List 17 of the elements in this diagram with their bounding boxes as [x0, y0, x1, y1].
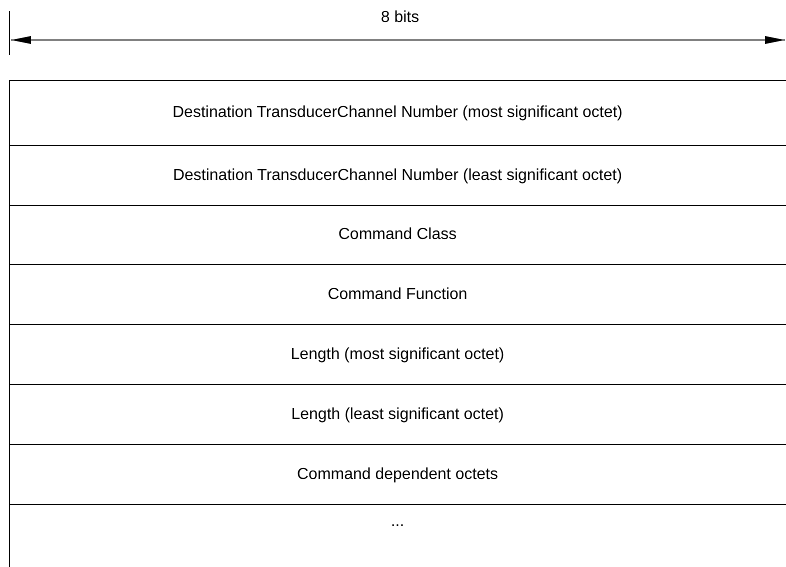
field-row	[9, 80, 786, 145]
field-row	[9, 264, 786, 324]
field-row	[9, 384, 786, 444]
field-row	[9, 324, 786, 384]
field-label: Length (most significant octet)	[290, 344, 506, 364]
dimension-label: 8 bits	[380, 8, 420, 28]
field-label: ...	[390, 512, 406, 532]
field-row	[9, 504, 786, 567]
field-label: Command dependent octets	[296, 464, 499, 484]
field-label: Command Class	[338, 225, 458, 245]
field-label: Destination TransducerChannel Number (least significant octet)	[172, 166, 624, 186]
field-row	[9, 145, 786, 205]
field-label: Command Function	[328, 284, 468, 304]
field-row	[9, 205, 786, 264]
field-row	[9, 444, 786, 504]
field-label: Length (least significant octet)	[291, 404, 505, 424]
field-label: Destination TransducerChannel Number (most significant octet)	[172, 103, 624, 123]
